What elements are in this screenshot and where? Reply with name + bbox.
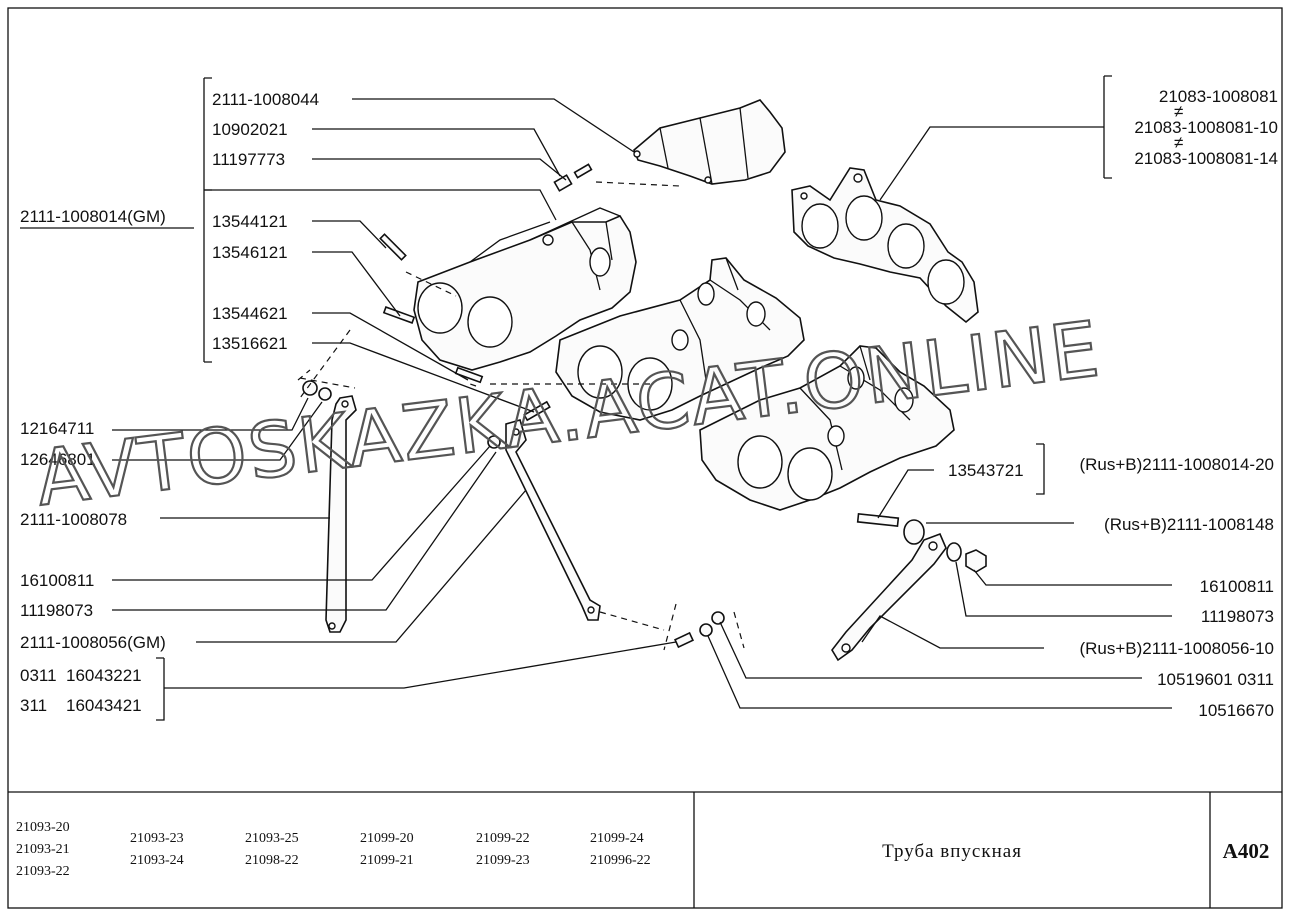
model-21098-22: 21098-22 <box>245 853 299 868</box>
bracket-rusb-part <box>831 519 987 662</box>
not-equal-mark-2: ≠ <box>1174 133 1183 152</box>
label-0311-16043221: 0311 16043221 <box>20 666 142 685</box>
label-11197773: 11197773 <box>212 150 285 169</box>
model-21099-22: 21099-22 <box>476 831 530 846</box>
model-21093-22: 21093-22 <box>16 864 70 879</box>
label-2111-1008014-gm: 2111-1008014(GM) <box>20 207 166 226</box>
drawing-title: Труба впускная <box>882 841 1022 862</box>
drawing-frame <box>7 7 1283 909</box>
intake-manifold-gm-part <box>413 207 637 371</box>
labels-left: 2111-1008044 10902021 11197773 2111-1008… <box>20 90 319 715</box>
drawing-code: A402 <box>1223 839 1270 863</box>
label-10902021: 10902021 <box>212 120 288 139</box>
model-21093-20: 21093-20 <box>16 820 70 835</box>
label-2111-1008056-gm: 2111-1008056(GM) <box>20 633 166 652</box>
manifold-gasket-part <box>791 167 979 324</box>
label-2111-1008044: 2111-1008044 <box>212 90 319 109</box>
model-21093-23: 21093-23 <box>130 831 184 846</box>
intake-manifold-rusb-part <box>699 345 955 511</box>
model-21099-24: 21099-24 <box>590 831 644 846</box>
model-21099-21: 21099-21 <box>360 853 414 868</box>
label-12164711: 12164711 <box>20 419 94 438</box>
model-21093-21: 21093-21 <box>16 842 70 857</box>
model-21093-24: 21093-24 <box>130 853 184 868</box>
model-21099-23: 21099-23 <box>476 853 530 868</box>
label-16100811-right: 16100811 <box>1200 577 1274 596</box>
title-block: 21093-20 21093-21 21093-22 21093-23 2109… <box>8 791 1282 908</box>
label-2111-1008078: 2111-1008078 <box>20 510 127 529</box>
label-13544121: 13544121 <box>212 212 288 231</box>
model-21099-20: 21099-20 <box>360 831 414 846</box>
spacer-part <box>903 519 925 545</box>
labels-right: 21083-1008081 21083-1008081-10 21083-100… <box>948 87 1278 720</box>
label-rusb-2111-1008056-10: (Rus+B)2111-1008056-10 <box>1079 639 1274 658</box>
not-equal-mark-1: ≠ <box>1174 102 1183 121</box>
label-10516670: 10516670 <box>1198 701 1274 720</box>
model-21093-25: 21093-25 <box>245 831 299 846</box>
label-21083-1008081: 21083-1008081 <box>1159 87 1278 106</box>
leader-lines-left <box>20 77 677 721</box>
label-10519601-0311: 10519601 0311 <box>1157 670 1274 689</box>
label-rusb-2111-1008014-20: (Rus+B)2111-1008014-20 <box>1079 455 1274 474</box>
label-13544621: 13544621 <box>212 304 288 323</box>
model-210996-22: 210996-22 <box>590 853 651 868</box>
bracket-1008078-part <box>325 395 357 633</box>
bolt-part <box>553 163 593 192</box>
label-11198073-left: 11198073 <box>20 601 93 620</box>
nut-washer-part <box>302 380 501 449</box>
label-13516621: 13516621 <box>212 334 288 353</box>
label-13546121: 13546121 <box>212 243 288 262</box>
leader-lines-right <box>707 75 1172 709</box>
label-21083-1008081-10: 21083-1008081-10 <box>1134 118 1278 137</box>
label-11198073-right: 11198073 <box>1201 607 1274 626</box>
assembly-dashes <box>297 181 745 651</box>
label-12646801: 12646801 <box>20 450 96 469</box>
label-rusb-2111-1008148: (Rus+B)2111-1008148 <box>1104 515 1274 534</box>
label-16100811-left: 16100811 <box>20 571 94 590</box>
label-21083-1008081-14: 21083-1008081-14 <box>1134 149 1278 168</box>
bottom-bolt-group-part <box>673 611 725 649</box>
heat-shield-part <box>633 99 786 185</box>
label-13543721: 13543721 <box>948 461 1024 480</box>
label-311-16043421: 311 16043421 <box>20 696 142 715</box>
bracket-1008056-gm-part <box>505 419 601 621</box>
